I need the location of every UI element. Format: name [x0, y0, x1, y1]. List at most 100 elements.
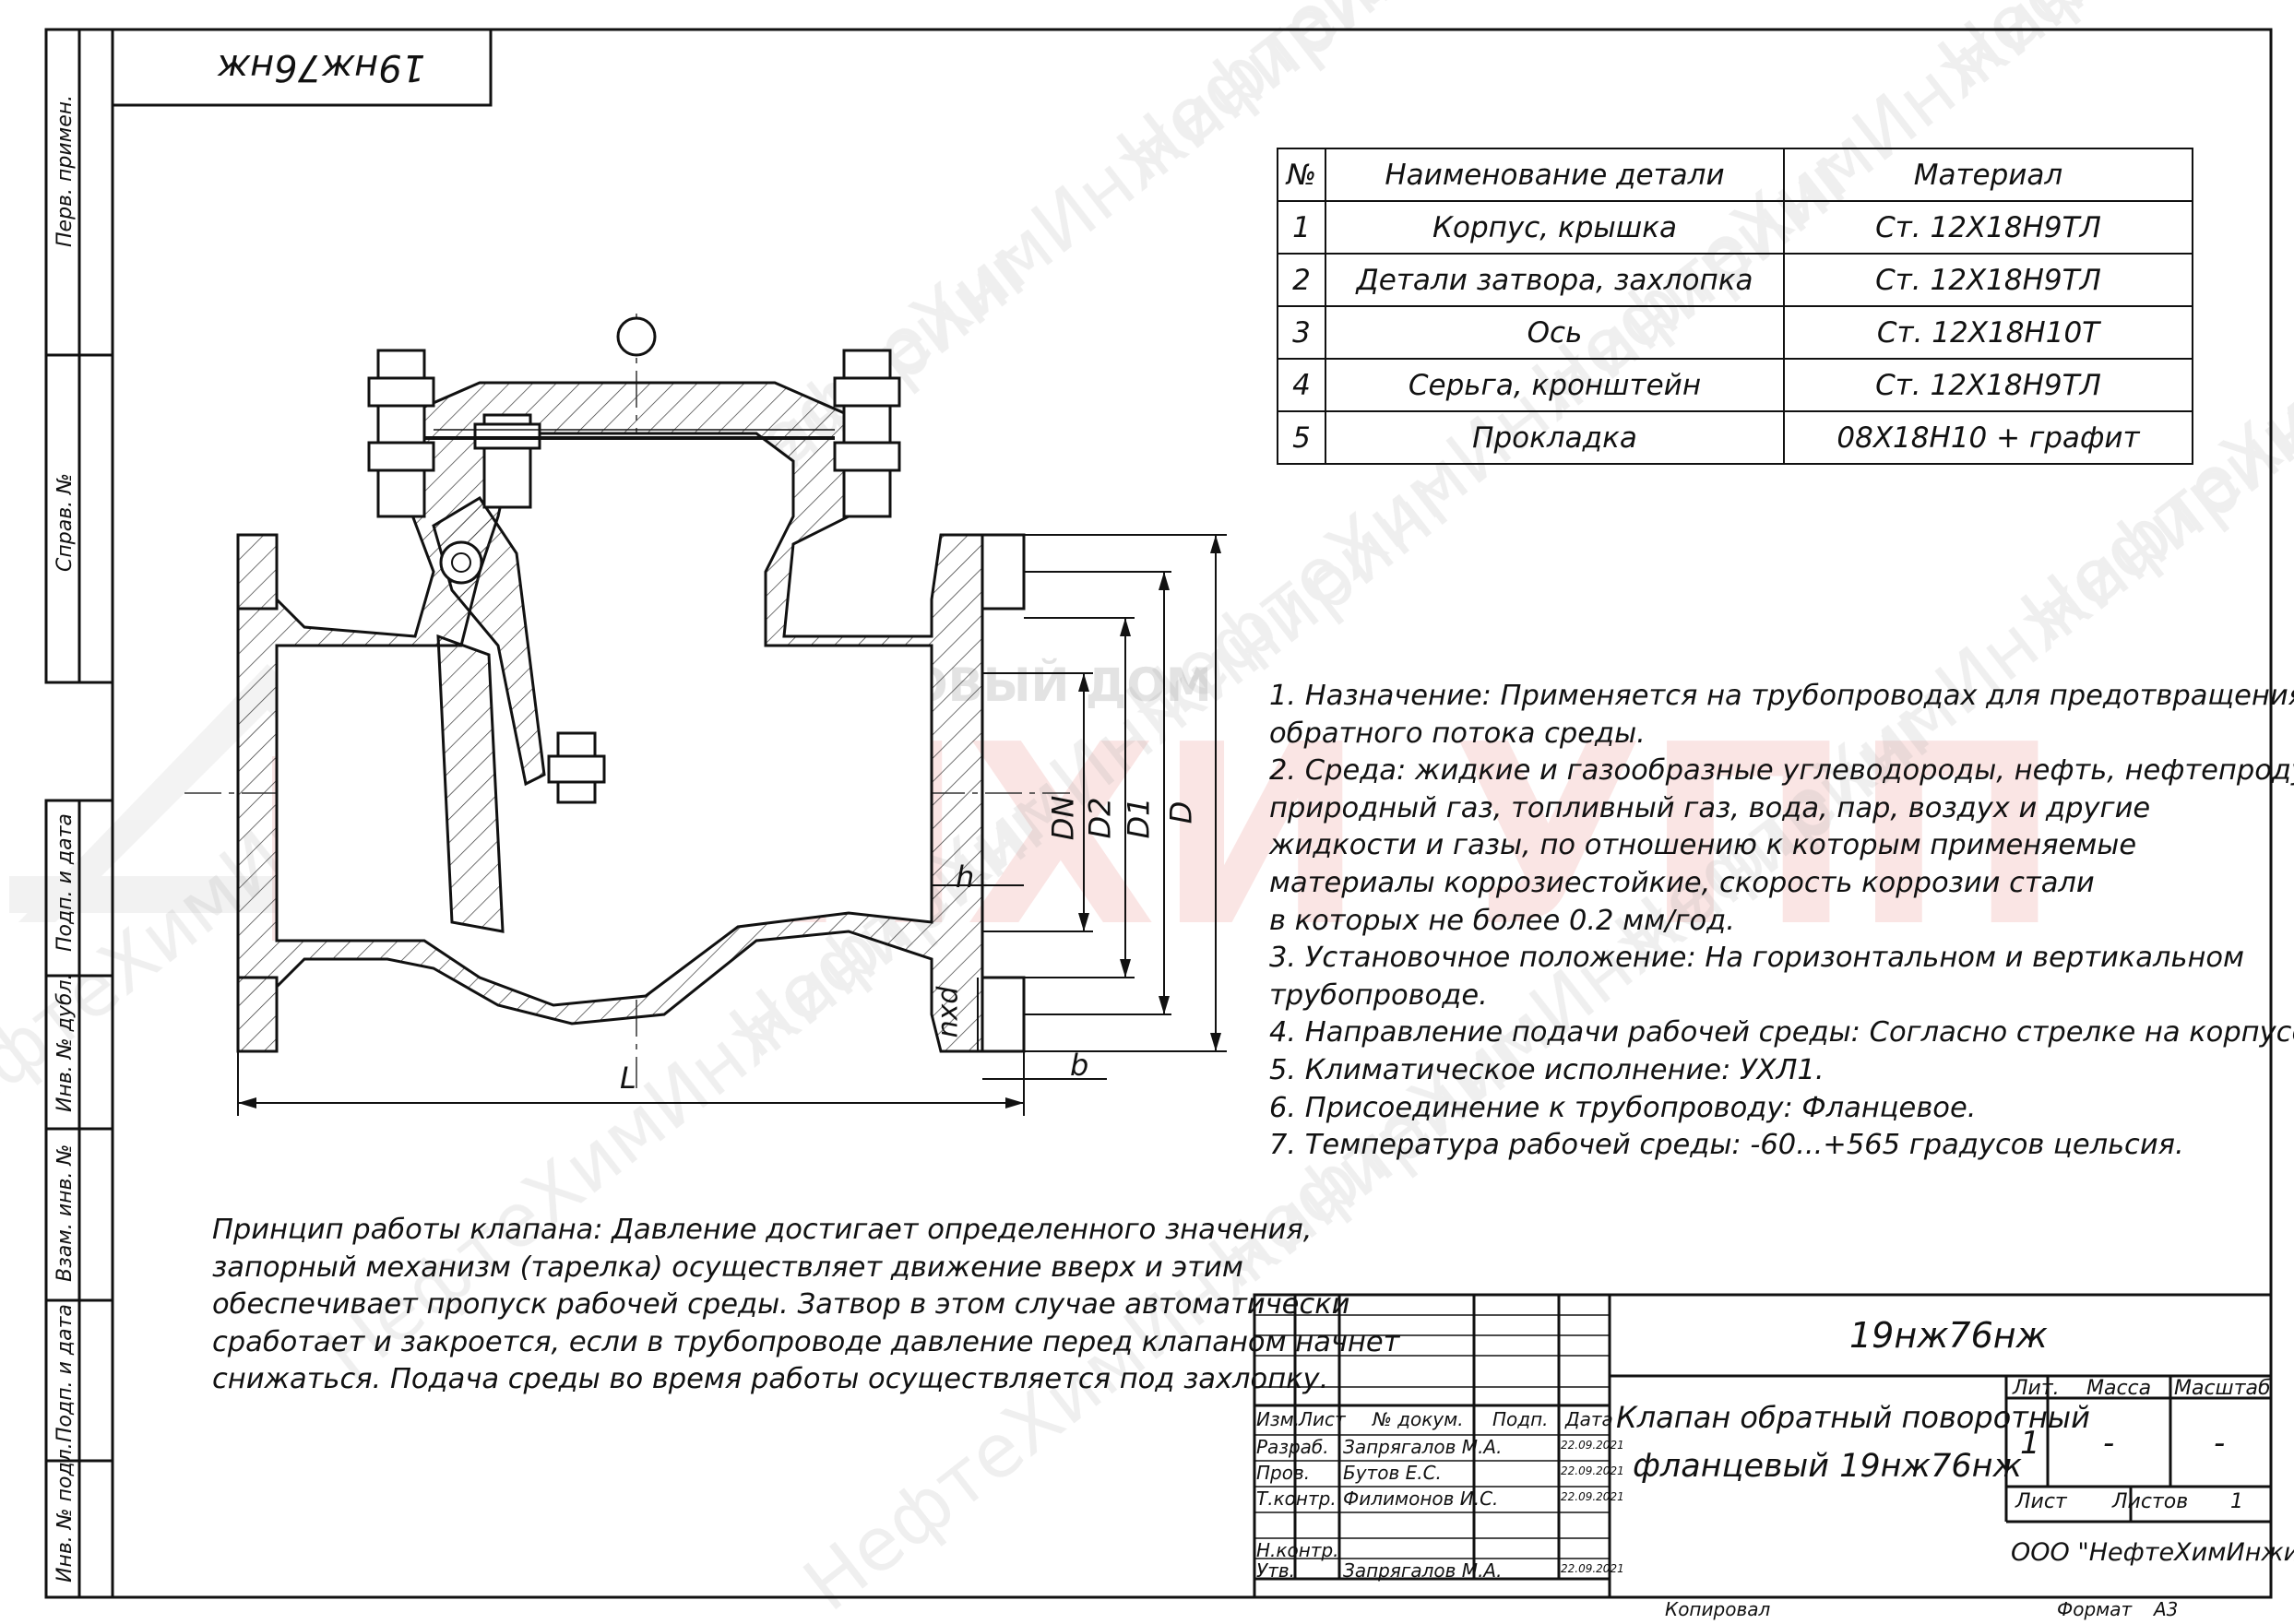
- dimension-arrows: [238, 535, 1221, 1108]
- tb-title-line2: фланцевый 19нж76нж: [1633, 1448, 2023, 1485]
- table-row: 4 Серьга, кронштейн Ст. 12Х18Н9ТЛ: [1277, 358, 2193, 412]
- tb-name-developer: Запрягалов М.А.: [1343, 1436, 1503, 1458]
- corner-code-box: [111, 28, 493, 107]
- note-line: 7. Температура рабочей среды: -60...+565…: [1269, 1129, 2184, 1162]
- tb-col-sign: Подп.: [1492, 1408, 1549, 1430]
- note-line: 1. Назначение: Применяется на трубопрово…: [1269, 680, 2294, 712]
- tb-mass-label: Масса: [2086, 1377, 2152, 1400]
- header-no: №: [1277, 148, 1326, 202]
- valve-drawing: [184, 314, 1227, 1116]
- tb-role-tech-control: Т.контр.: [1256, 1488, 1337, 1510]
- tb-format-value: А3: [2154, 1598, 2179, 1620]
- tb-name-checker: Бутов Е.С.: [1343, 1462, 1442, 1484]
- row-material: 08Х18Н10 + графит: [1783, 410, 2193, 465]
- left-bolt: [376, 349, 426, 518]
- principle-line: обеспечивает пропуск рабочей среды. Затв…: [212, 1288, 1350, 1322]
- dim-label-h: h: [956, 859, 975, 895]
- tb-col-sheet: Лист: [1299, 1408, 1346, 1430]
- row-no: 4: [1277, 358, 1326, 412]
- side-label-orig-inv: Инв. № подл.: [53, 1442, 77, 1583]
- tb-scale-label: Масштаб: [2174, 1377, 2271, 1400]
- tb-role-checker: Пров.: [1256, 1462, 1311, 1484]
- parts-table-header: № Наименование детали Материал: [1277, 148, 2193, 202]
- tb-role-norm-control: Н.контр.: [1256, 1539, 1339, 1561]
- tb-name-tech-control: Филимонов И.С.: [1343, 1488, 1499, 1510]
- tb-date-checker: 22.09.2021: [1561, 1464, 1624, 1477]
- dim-label-dn: DN: [1045, 795, 1081, 841]
- operating-principle: Принцип работы клапана: Давление достига…: [212, 1212, 1400, 1399]
- row-no: 3: [1277, 305, 1326, 360]
- note-line: материалы коррозиестойкие, скорость корр…: [1269, 866, 2095, 899]
- row-part-name: Серьга, кронштейн: [1325, 358, 1785, 412]
- tb-role-approver: Утв.: [1256, 1559, 1295, 1582]
- tb-copied-label: Копировал: [1665, 1598, 1771, 1620]
- header-part-name: Наименование детали: [1325, 148, 1785, 202]
- row-material: Ст. 12Х18Н9ТЛ: [1783, 358, 2193, 412]
- dim-label-nxd: nxd: [932, 986, 965, 1038]
- side-label-ref-no: Справ. №: [53, 472, 77, 572]
- note-line: 6. Присоединение к трубопроводу: Фланцев…: [1269, 1091, 1977, 1124]
- row-no: 1: [1277, 200, 1326, 255]
- note-line: 5. Климатическое исполнение: УХЛ1.: [1269, 1053, 1825, 1086]
- table-row: 5 Прокладка 08Х18Н10 + графит: [1277, 410, 2193, 465]
- tb-col-date: Дата: [1565, 1408, 1613, 1430]
- principle-line: Принцип работы клапана: Давление достига…: [212, 1214, 1313, 1246]
- principle-line: запорный механизм (тарелка) осуществляет…: [212, 1251, 1243, 1284]
- tb-doc-code: 19нж76нж: [1849, 1315, 2048, 1356]
- principle-line: снижаться. Подача среды во время работы …: [212, 1363, 1329, 1396]
- row-material: Ст. 12Х18Н9ТЛ: [1783, 200, 2193, 255]
- tb-col-change: Изм.: [1256, 1408, 1301, 1430]
- row-part-name: Детали затвора, захлопка: [1325, 253, 1785, 307]
- note-line: 2. Среда: жидкие и газообразные углеводо…: [1269, 754, 2294, 788]
- tb-sheets-label: Листов: [2112, 1490, 2189, 1513]
- dim-label-d2: D2: [1082, 797, 1118, 839]
- tb-lit-value: 1: [2020, 1425, 2040, 1462]
- right-bolt: [842, 349, 892, 518]
- side-label-dup-inv: Инв. № дубл.: [53, 973, 77, 1112]
- row-no: 5: [1277, 410, 1326, 465]
- tb-mass-value: -: [2103, 1425, 2115, 1462]
- tb-sheet-label: Лист: [2015, 1490, 2067, 1513]
- row-part-name: Корпус, крышка: [1325, 200, 1785, 255]
- tb-col-doc-no: № докум.: [1373, 1408, 1464, 1430]
- tb-role-developer: Разраб.: [1256, 1436, 1329, 1458]
- row-material: Ст. 12Х18Н9ТЛ: [1783, 253, 2193, 307]
- tb-date-approver: 22.09.2021: [1561, 1562, 1624, 1575]
- side-label-first-use: Перв. примен.: [53, 94, 77, 247]
- row-no: 2: [1277, 253, 1326, 307]
- principle-line: сработает и закроется, если в трубопрово…: [212, 1325, 1400, 1358]
- side-label-sign-date-1: Подп. и дата: [53, 813, 77, 952]
- table-row: 2 Детали затвора, захлопка Ст. 12Х18Н9ТЛ: [1277, 253, 2193, 307]
- dim-label-b: b: [1070, 1048, 1089, 1083]
- tb-format-label: Формат: [2057, 1598, 2133, 1620]
- hinge-pin-circle: [439, 540, 483, 585]
- valve-disc: [436, 634, 505, 933]
- lifting-eye: [616, 316, 657, 357]
- note-line: в которых не более 0.2 мм/год.: [1269, 904, 1735, 937]
- row-part-name: Прокладка: [1325, 410, 1785, 465]
- tb-name-approver: Запрягалов М.А.: [1343, 1559, 1503, 1582]
- title-block-grid: [1253, 1293, 2273, 1599]
- tb-title-line1: Клапан обратный поворотный: [1616, 1400, 2090, 1435]
- dimension-lines: [237, 534, 1227, 1116]
- note-line: 3. Установочное положение: На горизонтал…: [1269, 942, 2245, 975]
- corner-code: 19нж76нж: [217, 46, 426, 89]
- table-row: 3 Ось Ст. 12Х18Н10Т: [1277, 305, 2193, 360]
- note-line: трубопроводе.: [1269, 978, 1488, 1012]
- header-material: Материал: [1783, 148, 2193, 202]
- parts-table: № Наименование детали Материал 1 Корпус,…: [1277, 148, 2193, 465]
- note-line: природный газ, топливный газ, вода, пар,…: [1269, 791, 2151, 824]
- tb-date-developer: 22.09.2021: [1561, 1439, 1624, 1452]
- tb-company: ООО "НефтеХимИнжиниринг": [2011, 1538, 2294, 1567]
- row-material: Ст. 12Х18Н10Т: [1783, 305, 2193, 360]
- note-line: 4. Направление подачи рабочей среды: Сог…: [1269, 1016, 2294, 1049]
- tb-lit-label: Лит.: [2013, 1377, 2060, 1400]
- side-label-replace-inv: Взам. инв. №: [53, 1144, 77, 1282]
- note-line: обратного потока среды.: [1269, 717, 1646, 750]
- dim-label-d: D: [1163, 800, 1199, 824]
- tb-date-tech-control: 22.09.2021: [1561, 1490, 1624, 1503]
- tb-scale-value: -: [2214, 1425, 2226, 1462]
- technical-notes: 1. Назначение: Применяется на трубопрово…: [1269, 678, 2294, 1165]
- side-label-sign-date-2: Подп. и дата: [53, 1304, 77, 1442]
